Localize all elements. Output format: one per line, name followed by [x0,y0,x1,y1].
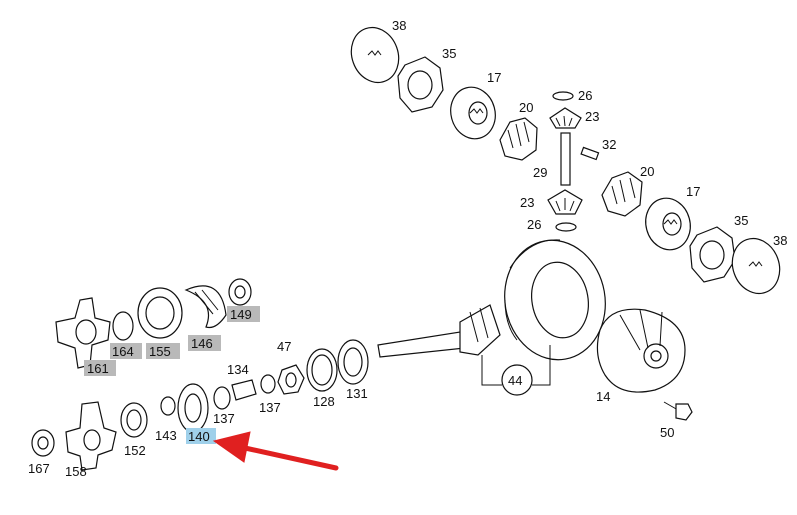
ring-gear [504,239,606,361]
label-35-bottom: 35 [734,213,748,228]
label-131: 131 [346,386,368,401]
label-23-top: 23 [585,109,599,124]
label-32: 32 [602,137,616,152]
label-38-top: 38 [392,18,406,33]
washer-26-top [552,91,574,101]
highlight-146 [188,335,221,351]
spider-gear-20-top [499,117,538,161]
label-20-top: 20 [519,100,533,115]
label-149: 149 [230,307,252,322]
bearing-140 [177,383,209,433]
shim-35-bottom [689,226,736,283]
side-gear-17-bottom [645,197,691,251]
label-47: 47 [277,339,291,354]
bearing-131 [337,339,369,385]
label-17-top: 17 [487,70,501,85]
highlight-164 [110,343,142,359]
label-20-bottom: 20 [640,164,654,179]
label-35-top: 35 [442,46,456,61]
label-44: 44 [508,373,522,388]
nut-149 [228,278,252,306]
companion-flange-161 [55,297,111,369]
flange-158 [65,401,117,471]
oil-seal-155 [137,287,183,339]
pinion-23-top [549,107,582,129]
label-143: 143 [155,428,177,443]
seal-152 [120,402,148,438]
shim-35-top [397,56,444,113]
label-29: 29 [533,165,547,180]
label-23-bottom: 23 [520,195,534,210]
highlight-140 [186,428,216,444]
bracket-44 [481,345,551,396]
label-134: 134 [227,362,249,377]
highlight-155 [146,343,180,359]
label-167: 167 [28,461,50,476]
label-137: 137 [259,400,281,415]
label-38-bottom: 38 [773,233,787,248]
nut-47 [277,364,305,395]
washer-26-bottom [555,222,577,232]
drive-pinion-shaft [377,304,501,358]
label-164: 164 [112,344,134,359]
label-155: 155 [149,344,171,359]
bearing-146 [184,285,227,329]
label-128: 128 [313,394,335,409]
bolt-50 [663,401,693,421]
spacer-137-low [213,386,231,410]
thrust-washer-38-top [350,26,400,84]
spider-gear-20-bottom [601,171,643,217]
highlight-161 [84,360,116,376]
shaft-29 [560,132,571,186]
diff-case-14 [596,308,686,393]
seal-164 [112,311,134,341]
label-140: 140 [188,429,210,444]
label-50: 50 [660,425,674,440]
label-152: 152 [124,443,146,458]
pin-32 [580,146,600,161]
pinion-23-bottom [547,189,583,215]
nut-167 [31,429,55,457]
label-161: 161 [87,361,109,376]
side-gear-17-top [450,86,496,140]
label-17-bottom: 17 [686,184,700,199]
label-26-top: 26 [578,88,592,103]
thrust-washer-38-bottom [731,237,781,295]
label-146: 146 [191,336,213,351]
label-26-bottom: 26 [527,217,541,232]
label-137-low: 137 [213,411,235,426]
shim-128 [306,348,338,392]
label-14: 14 [596,389,610,404]
red-arrow-icon [212,431,339,471]
washer-137 [260,374,276,394]
highlight-149 [227,306,260,322]
circlip-143 [160,396,176,416]
label-158: 158 [65,464,87,479]
spacer-134 [231,379,257,401]
